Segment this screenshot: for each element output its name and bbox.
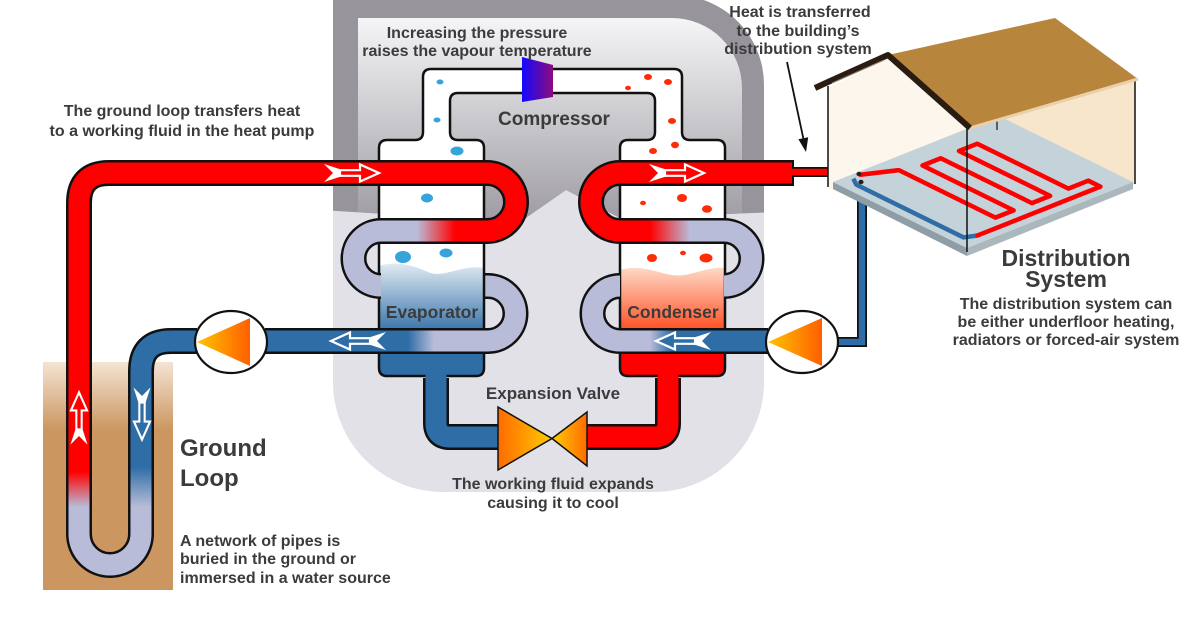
underfloor-heating-pipes xyxy=(847,127,1100,239)
distribution-pump-icon xyxy=(764,309,840,375)
ground-loop-pipe xyxy=(68,162,527,576)
distribution-title-line-1: Distribution xyxy=(1001,245,1130,271)
heat-transfer-caption-line-1: Heat is transferred xyxy=(729,4,870,21)
pressure-caption-line-2: raises the vapour temperature xyxy=(362,43,592,60)
expansion-caption-line-2: causing it to cool xyxy=(487,495,619,512)
distribution-pipes xyxy=(792,167,867,347)
evaporator-label: Evaporator xyxy=(386,302,479,322)
expansion-caption-line-1: The working fluid expands xyxy=(452,476,654,493)
ground-loop-title-line-1: Ground xyxy=(180,435,267,462)
ground-loop-pump-icon xyxy=(193,309,269,375)
expansion-valve-icon xyxy=(497,405,588,472)
heat-transfer-caption-line-2: to the building’s xyxy=(737,23,860,40)
evaporator-bubbles xyxy=(395,79,464,263)
evaporator-coil xyxy=(265,220,526,352)
condenser-coil xyxy=(580,162,792,352)
distribution-description-line-3: radiators or forced-air system xyxy=(953,332,1180,349)
refrigerant-circuit-outline xyxy=(377,67,727,378)
ground-loop-description-line-2: buried in the ground or xyxy=(180,551,356,568)
ground-loop-title-line-2: Loop xyxy=(180,465,239,492)
valve-pipes xyxy=(423,366,681,450)
distribution-title-line-2: System xyxy=(1025,266,1107,292)
condenser-bubbles xyxy=(625,74,713,263)
ground-loop-caption-line-2: to a working fluid in the heat pump xyxy=(50,123,315,140)
heat-transfer-caption-line-3: distribution system xyxy=(724,41,872,58)
house-gable-trim xyxy=(813,52,972,131)
expansion-valve-label: Expansion Valve xyxy=(486,384,620,403)
compressor-icon xyxy=(522,57,553,102)
house-icon xyxy=(813,18,1139,256)
ground-loop-description-line-3: immersed in a water source xyxy=(180,570,391,587)
ground-loop-caption-line-1: The ground loop transfers heat xyxy=(64,103,301,120)
house-roof xyxy=(888,18,1138,128)
distribution-description-line-2: be either underfloor heating, xyxy=(958,314,1175,331)
pressure-caption-line-1: Increasing the pressure xyxy=(387,25,568,42)
distribution-description-line-1: The distribution system can xyxy=(960,296,1172,313)
house-floor-slab xyxy=(833,116,1133,256)
compressor-label: Compressor xyxy=(498,109,611,130)
condenser-label: Condenser xyxy=(627,302,719,322)
ground-loop-description-line-1: A network of pipes is xyxy=(180,533,340,550)
heat-transfer-pointer xyxy=(786,61,809,152)
